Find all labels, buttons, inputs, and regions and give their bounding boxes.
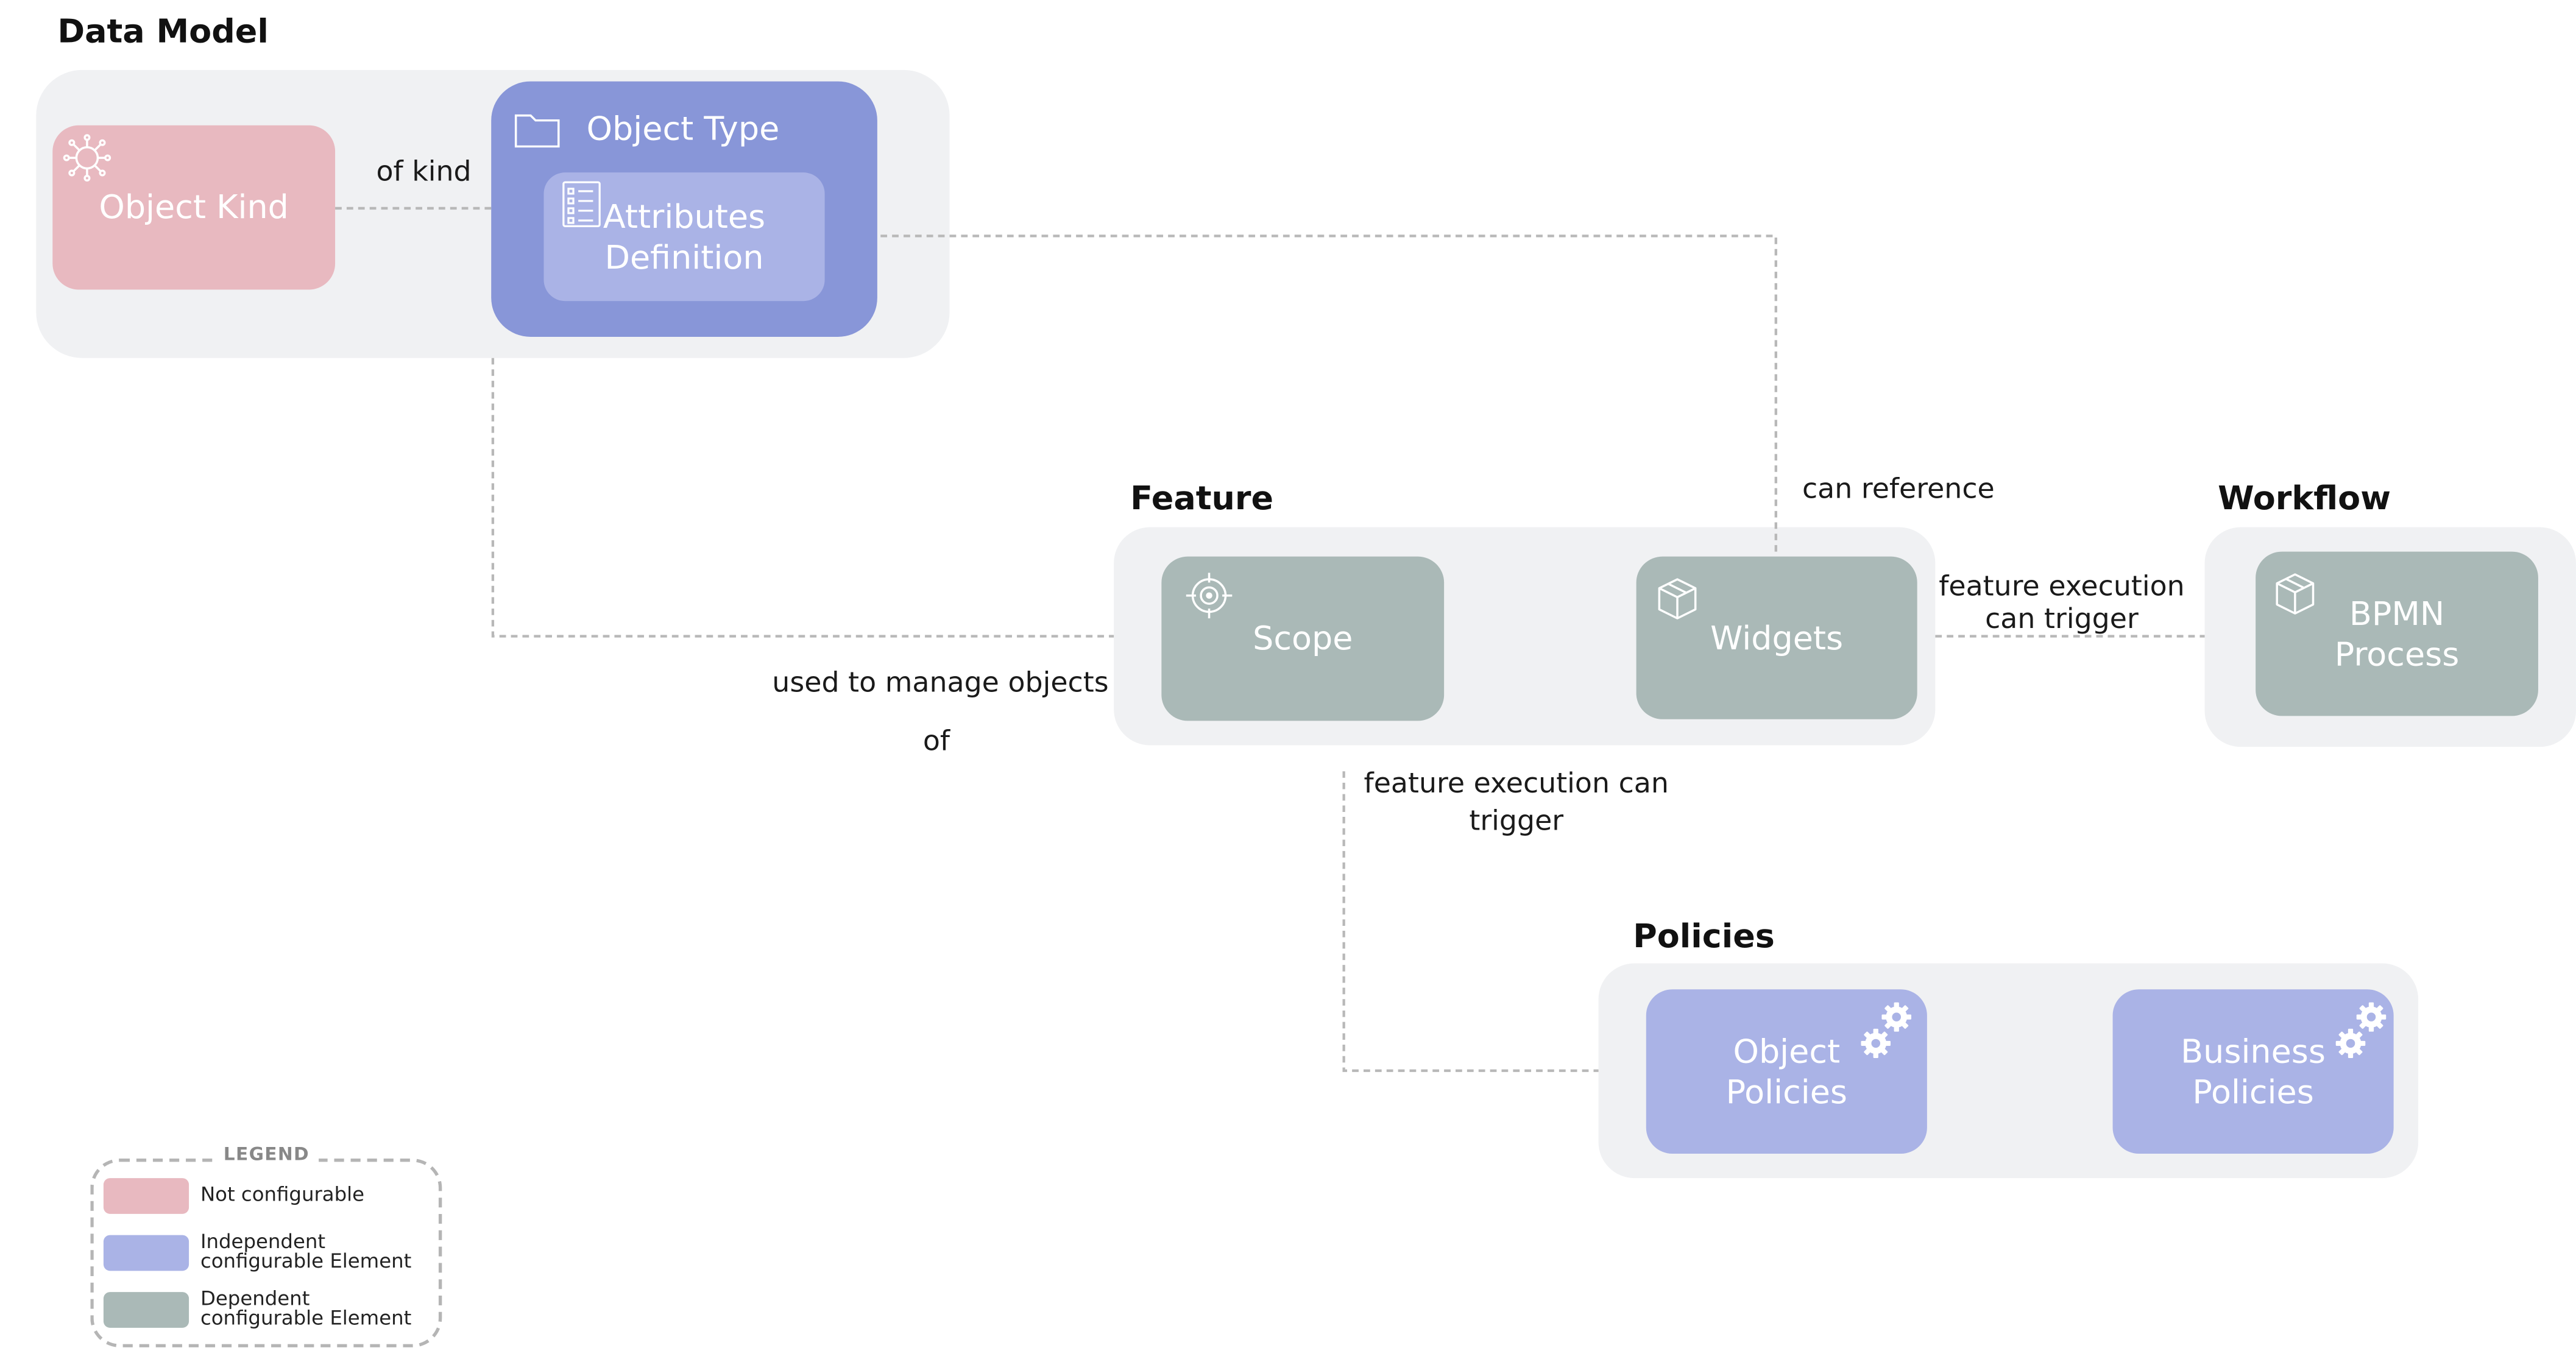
feature-trigger-policies-line2: trigger bbox=[1469, 805, 1564, 838]
legend-title: LEGEND bbox=[213, 1143, 320, 1165]
object-policies-line1: Object bbox=[1733, 1031, 1841, 1071]
object-kind-label: Object Kind bbox=[99, 188, 289, 227]
bpmn-process-line1: BPMN bbox=[2349, 594, 2445, 633]
widgets-node: Widgets bbox=[1636, 556, 1917, 719]
connector-used-to-manage bbox=[491, 358, 1114, 638]
feature-trigger-policies-line1: feature execution can bbox=[1364, 767, 1669, 801]
used-to-manage-line2: of bbox=[922, 725, 950, 758]
edge-label-feature-trigger-workflow: feature execution can trigger bbox=[1939, 571, 2185, 636]
connector-feature-to-policies bbox=[1342, 771, 1599, 1072]
legend-item-1-line1: Independent bbox=[200, 1230, 326, 1253]
attributes-definition-line2: Definition bbox=[604, 236, 764, 276]
list-icon bbox=[562, 181, 601, 227]
attributes-definition-node: Attributes Definition bbox=[543, 172, 825, 302]
object-type-label: Object Type bbox=[586, 108, 780, 149]
edge-label-can-reference: can reference bbox=[1802, 473, 1995, 506]
legend-item-2-line2: configurable Element bbox=[200, 1307, 412, 1330]
legend-item-2-line1: Dependent bbox=[200, 1287, 310, 1310]
business-policies-line2: Policies bbox=[2192, 1071, 2314, 1111]
feature-trigger-workflow-line1: feature execution bbox=[1939, 571, 2185, 604]
object-kind-node: Object Kind bbox=[52, 125, 336, 290]
legend-label-dependent: Dependent configurable Element bbox=[200, 1289, 411, 1328]
object-policies-node: Object Policies bbox=[1646, 989, 1927, 1154]
gears-icon bbox=[2335, 1002, 2387, 1058]
data-model-title: Data Model bbox=[57, 11, 269, 51]
business-policies-line1: Business bbox=[2181, 1031, 2326, 1071]
gears-icon bbox=[1861, 1002, 1911, 1058]
workflow-title: Workflow bbox=[2218, 478, 2391, 518]
legend-label-independent: Independent configurable Element bbox=[200, 1232, 411, 1271]
bpmn-process-node: BPMN Process bbox=[2256, 551, 2538, 716]
legend-swatch-independent bbox=[103, 1235, 189, 1271]
edge-label-feature-trigger-policies: feature execution can trigger bbox=[1350, 766, 1682, 841]
object-policies-line2: Policies bbox=[1725, 1071, 1848, 1111]
edge-label-used-to-manage: used to manage objects of bbox=[772, 654, 1109, 771]
legend-item-1-line2: configurable Element bbox=[200, 1249, 412, 1273]
widgets-label: Widgets bbox=[1710, 618, 1844, 657]
virus-icon bbox=[63, 134, 111, 182]
folder-icon bbox=[514, 114, 560, 148]
connector-can-reference bbox=[823, 235, 1777, 557]
legend-swatch-not-configurable bbox=[103, 1178, 189, 1214]
box-icon bbox=[1658, 578, 1697, 619]
legend-swatch-dependent bbox=[103, 1292, 189, 1328]
used-to-manage-line1: used to manage objects bbox=[772, 667, 1109, 700]
policies-title: Policies bbox=[1633, 916, 1775, 956]
business-policies-node: Business Policies bbox=[2112, 989, 2394, 1154]
bpmn-process-line2: Process bbox=[2334, 633, 2460, 673]
edge-label-of-kind: of kind bbox=[376, 156, 472, 189]
box-icon bbox=[2276, 573, 2315, 615]
scope-node: Scope bbox=[1161, 556, 1445, 721]
attributes-definition-line1: Attributes bbox=[603, 197, 766, 236]
scope-label: Scope bbox=[1253, 618, 1353, 658]
target-icon bbox=[1186, 573, 1233, 619]
legend-label-not-configurable: Not configurable bbox=[200, 1185, 364, 1204]
feature-trigger-workflow-line2: can trigger bbox=[1985, 602, 2139, 636]
feature-title: Feature bbox=[1130, 478, 1274, 518]
legend-item-0-line1: Not configurable bbox=[200, 1183, 365, 1206]
